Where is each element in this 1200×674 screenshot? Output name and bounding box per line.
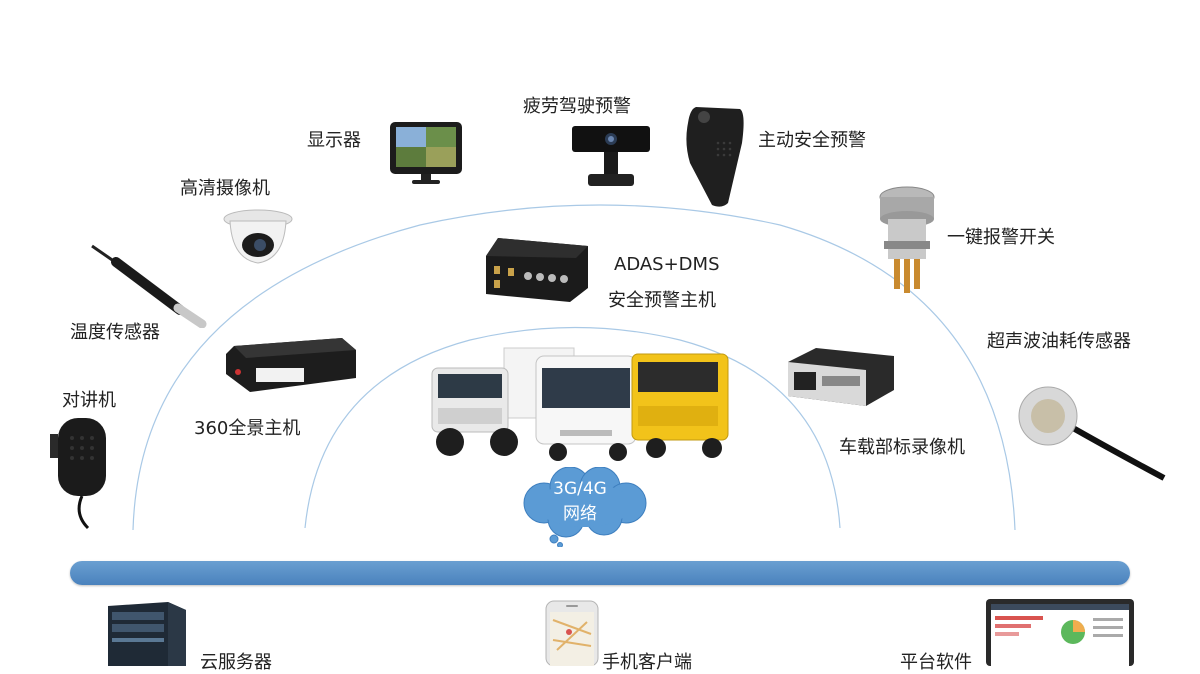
intercom-device [48,414,114,534]
active-safety-camera-device [682,103,748,215]
adas-host-device [480,236,592,312]
fatigue-camera-device [570,124,652,196]
temperature-sensor-label: 温度传感器 [70,322,160,343]
fuel-sensor-label: 超声波油耗传感器 [987,331,1131,352]
fuel-sensor-device [1018,386,1168,490]
network-cloud [514,466,654,551]
temperature-sensor-device [88,242,208,332]
panorama-host-device [224,332,358,402]
platform-label: 平台软件 [900,652,972,673]
dome-camera-device [222,207,294,271]
network-label-line2: 网络 [563,504,597,524]
panorama-host-label: 360全景主机 [194,418,301,439]
fatigue-label: 疲劳驾驶预警 [523,96,631,117]
inner-arc [304,326,841,529]
mobile-client-label: 手机客户端 [602,652,692,673]
platform-laptop-device [985,598,1135,670]
adas-label-line2: 安全预警主机 [608,290,716,311]
hd-camera-label: 高清摄像机 [180,178,270,199]
outer-arc [132,204,1016,531]
dvr-label: 车载部标录像机 [839,437,965,458]
cloud-server-device [104,602,188,670]
intercom-label: 对讲机 [62,390,116,411]
dvr-device [786,346,896,418]
panic-button-label: 一键报警开关 [947,227,1055,248]
display-label: 显示器 [307,130,361,151]
adas-label-line1: ADAS+DMS [614,254,720,275]
active-safety-label: 主动安全预警 [758,130,866,151]
mobile-phone-device [545,600,599,670]
cloud-server-label: 云服务器 [200,652,272,673]
monitor-device [388,118,464,190]
panic-button-device [878,185,936,301]
vehicles-illustration [412,346,742,466]
network-label-line1: 3G/4G [553,479,607,499]
network-bus-bar [70,561,1130,585]
